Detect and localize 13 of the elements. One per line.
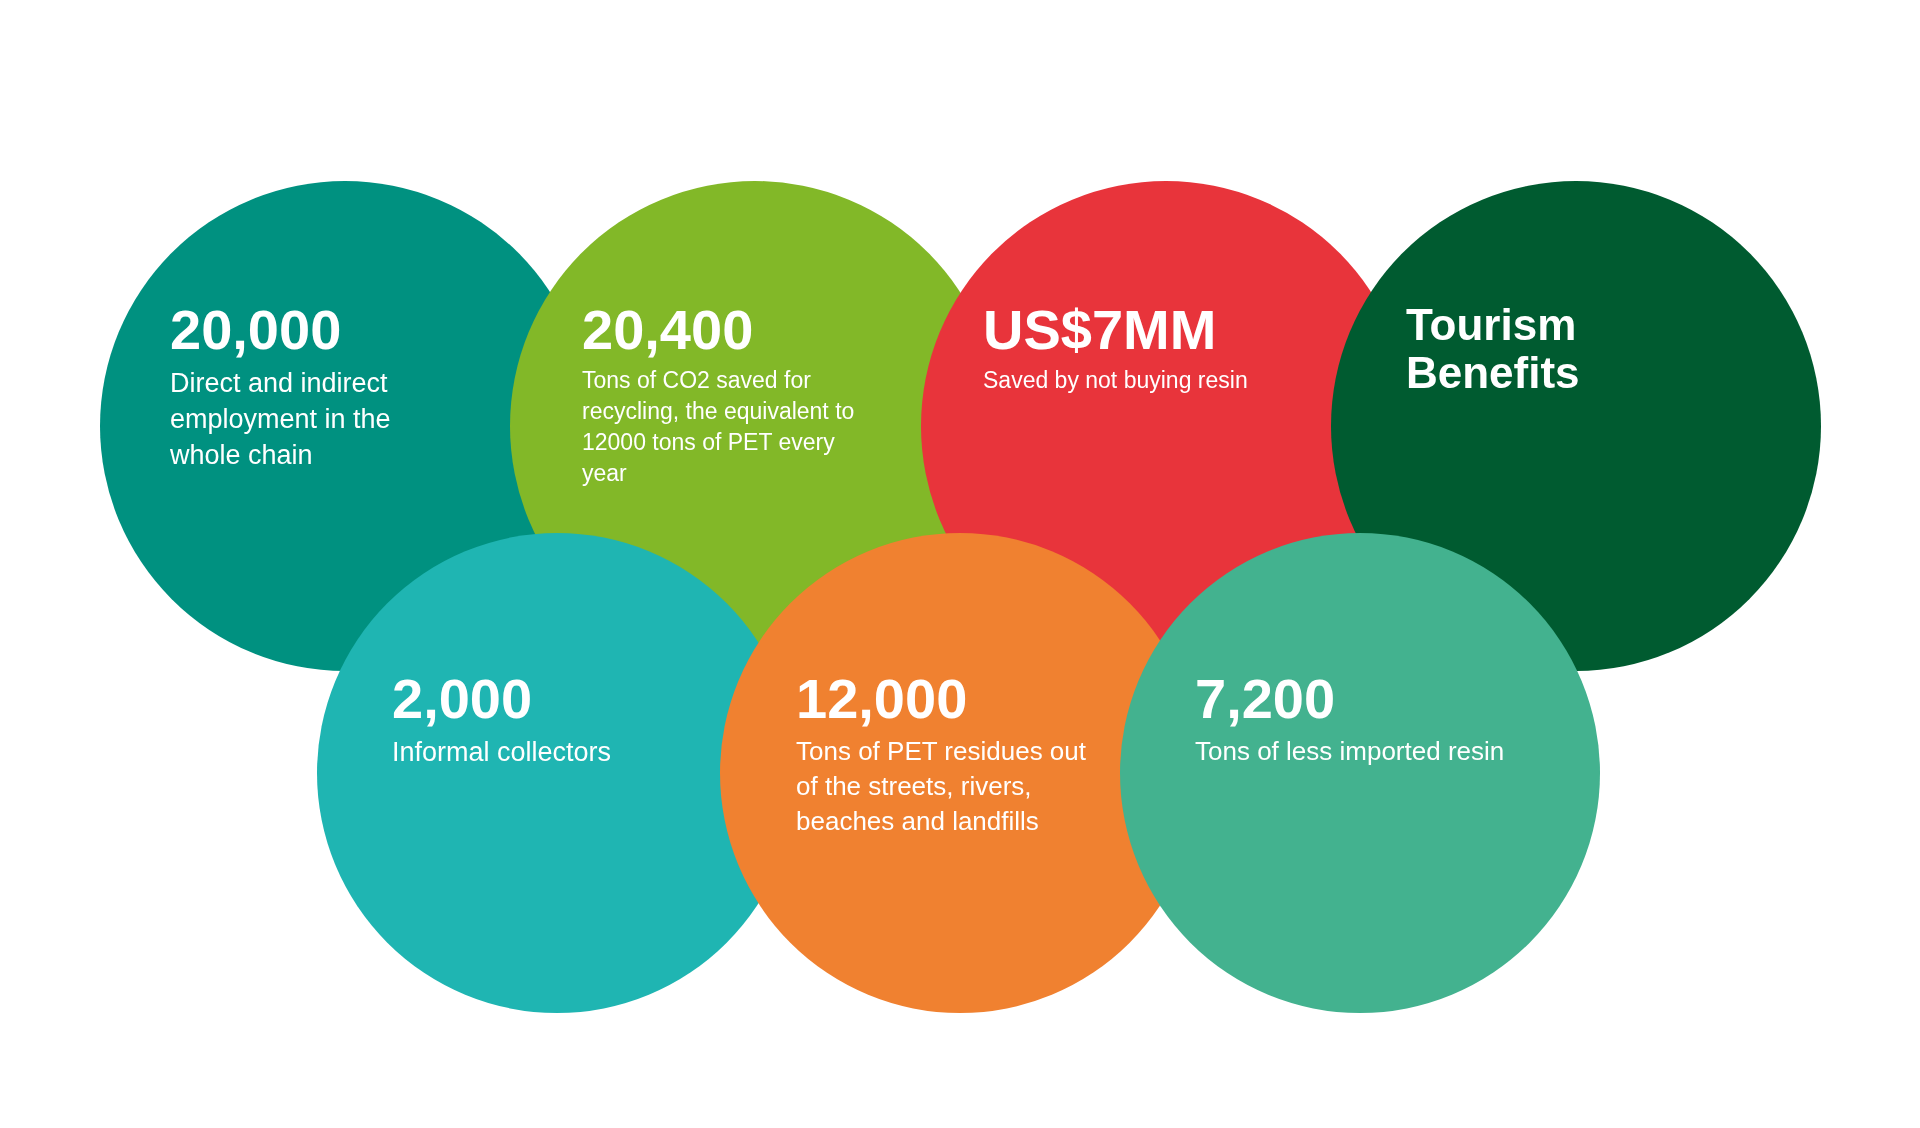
- stat-number: 2,000: [392, 668, 534, 730]
- stat-number: 20,400: [582, 299, 755, 361]
- stat-description: Saved by not buying resin: [983, 365, 1249, 395]
- stat-number: 12,000: [796, 668, 969, 730]
- stat-number: 20,000: [170, 299, 343, 361]
- stat-number: US$7MM: [983, 299, 1218, 361]
- stat-description: Tons of less imported resin: [1195, 734, 1506, 768]
- stat-description: Tons of CO2 saved for recycling, the equivalent to 12000 tons of PET every year: [582, 365, 856, 488]
- stat-number: 7,200: [1195, 668, 1337, 730]
- stat-description: Direct and indirect employment in the whole chain: [170, 366, 392, 473]
- stat-description: Informal collectors: [392, 735, 613, 769]
- stat-heading: Tourism Benefits: [1406, 301, 1581, 398]
- stat-description: Tons of PET residues out of the streets, rivers, beaches and landfills: [796, 734, 1087, 838]
